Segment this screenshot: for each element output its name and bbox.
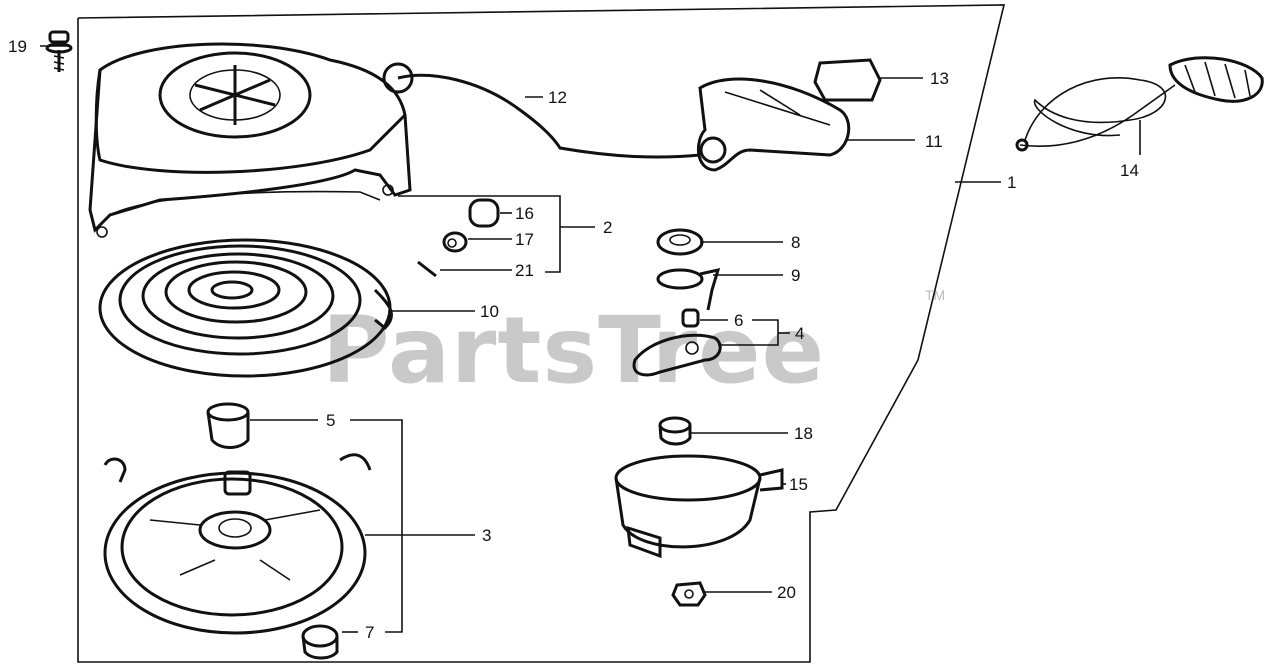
- recoil-spring[interactable]: [98, 238, 393, 378]
- pulley-bushing[interactable]: [206, 402, 250, 449]
- ratchet-guide[interactable]: [614, 454, 784, 559]
- callout-21: 21: [515, 261, 534, 280]
- callout-8: 8: [791, 233, 800, 252]
- assembly-boundary: [77, 4, 1006, 663]
- callout-14: 14: [1120, 161, 1139, 180]
- ratchet-collar[interactable]: [681, 308, 700, 328]
- callout-1: 1: [1007, 173, 1016, 192]
- callout-7: 7: [365, 623, 374, 642]
- callout-20: 20: [777, 583, 796, 602]
- callout-17: 17: [515, 230, 534, 249]
- callout-6: 6: [734, 311, 743, 330]
- grip-insert[interactable]: [813, 58, 882, 102]
- starter-case[interactable]: [88, 42, 414, 238]
- trademark-symbol: TM: [925, 287, 945, 303]
- ratchet[interactable]: [632, 333, 722, 377]
- callout-15: 15: [789, 475, 808, 494]
- starter-pulley[interactable]: [103, 453, 372, 635]
- callout-9: 9: [791, 266, 800, 285]
- starter-rope[interactable]: [397, 73, 701, 159]
- washer-17[interactable]: [442, 231, 468, 253]
- callout-19: 19: [8, 37, 27, 56]
- leader-lines: [40, 45, 1141, 633]
- callout-5: 5: [326, 411, 335, 430]
- collar[interactable]: [468, 198, 500, 228]
- friction-plate[interactable]: [656, 228, 704, 256]
- callout-16: 16: [515, 204, 534, 223]
- callout-10: 10: [480, 302, 499, 321]
- callout-12: 12: [548, 88, 567, 107]
- callout-labels: 19 12 13 11 1 14 16 17 21 2 10 8 9 6 4 5…: [8, 37, 1139, 642]
- callout-11: 11: [925, 132, 943, 151]
- callout-4: 4: [795, 324, 804, 343]
- starter-grip[interactable]: [696, 77, 851, 172]
- flange-bolt[interactable]: [45, 30, 73, 72]
- partstree-watermark: PartsTree: [322, 297, 825, 404]
- callout-3: 3: [482, 526, 491, 545]
- pulley-nut[interactable]: [301, 624, 339, 660]
- callout-13: 13: [930, 69, 949, 88]
- friction-spring[interactable]: [656, 267, 721, 311]
- rope-with-handle[interactable]: [1015, 56, 1264, 152]
- flange-nut[interactable]: [671, 581, 707, 607]
- callout-18: 18: [794, 424, 813, 443]
- callout-2: 2: [603, 218, 612, 237]
- pin[interactable]: [417, 260, 437, 278]
- ratchet-guide-collar[interactable]: [658, 416, 692, 446]
